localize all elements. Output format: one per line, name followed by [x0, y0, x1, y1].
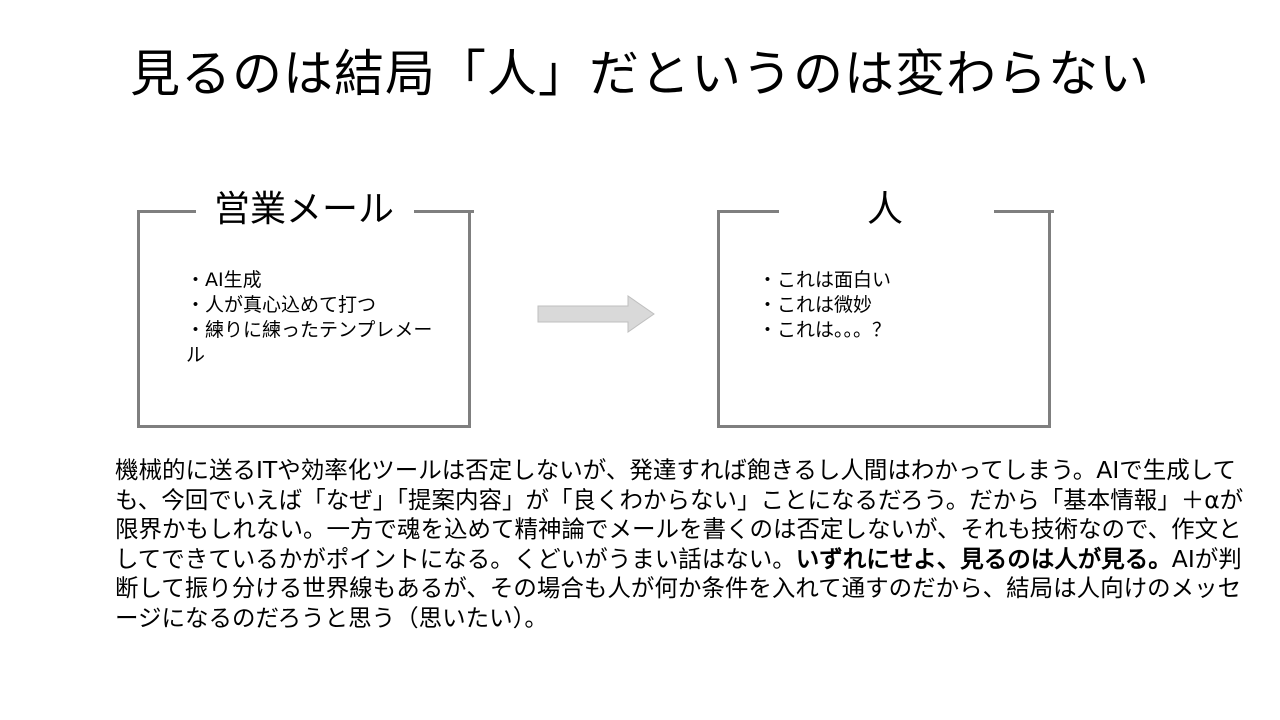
slide-title: 見るのは結局「人」だというのは変わらない — [130, 45, 1150, 103]
right-box-top-line-left — [717, 210, 779, 213]
body-text-part1: 機械的に送るITや効率化ツールは否定しないが、発達すれば飽きるし人間はわかってし… — [115, 456, 1244, 573]
body-text-part2: AIが判断して振り分ける世界線もあるが、その場合も人が何か条件を入れて通すのだか… — [115, 544, 1242, 632]
right-box-title: 人 — [866, 189, 903, 230]
left-box-frame — [137, 210, 474, 428]
list-item: ・AI生成 — [186, 269, 262, 291]
list-item: ・練りに練ったテンプレメール — [186, 319, 433, 366]
list-item: ・これは。。。？ — [758, 319, 892, 341]
left-box-title: 営業メール — [213, 189, 394, 230]
list-item: ・これは面白い — [758, 269, 892, 291]
right-box-list: ・これは面白い ・これは微妙 ・これは。。。？ — [758, 268, 1018, 343]
right-box-frame — [717, 210, 1054, 428]
left-box-top-line-left — [137, 210, 196, 213]
left-box-list: ・AI生成 ・人が真心込めて打つ ・練りに練ったテンプレメール — [186, 268, 436, 368]
left-box-top-line-right — [414, 210, 474, 213]
body-text-emphasis: いずれにせよ、見るのは人が見る。 — [795, 544, 1172, 573]
arrow-right-icon — [537, 295, 655, 333]
list-item: ・これは微妙 — [758, 294, 873, 316]
list-item: ・人が真心込めて打つ — [186, 294, 377, 316]
body-paragraph: 機械的に送るITや効率化ツールは否定しないが、発達すれば飽きるし人間はわかってし… — [115, 456, 1255, 633]
right-box-top-line-right — [994, 210, 1054, 213]
